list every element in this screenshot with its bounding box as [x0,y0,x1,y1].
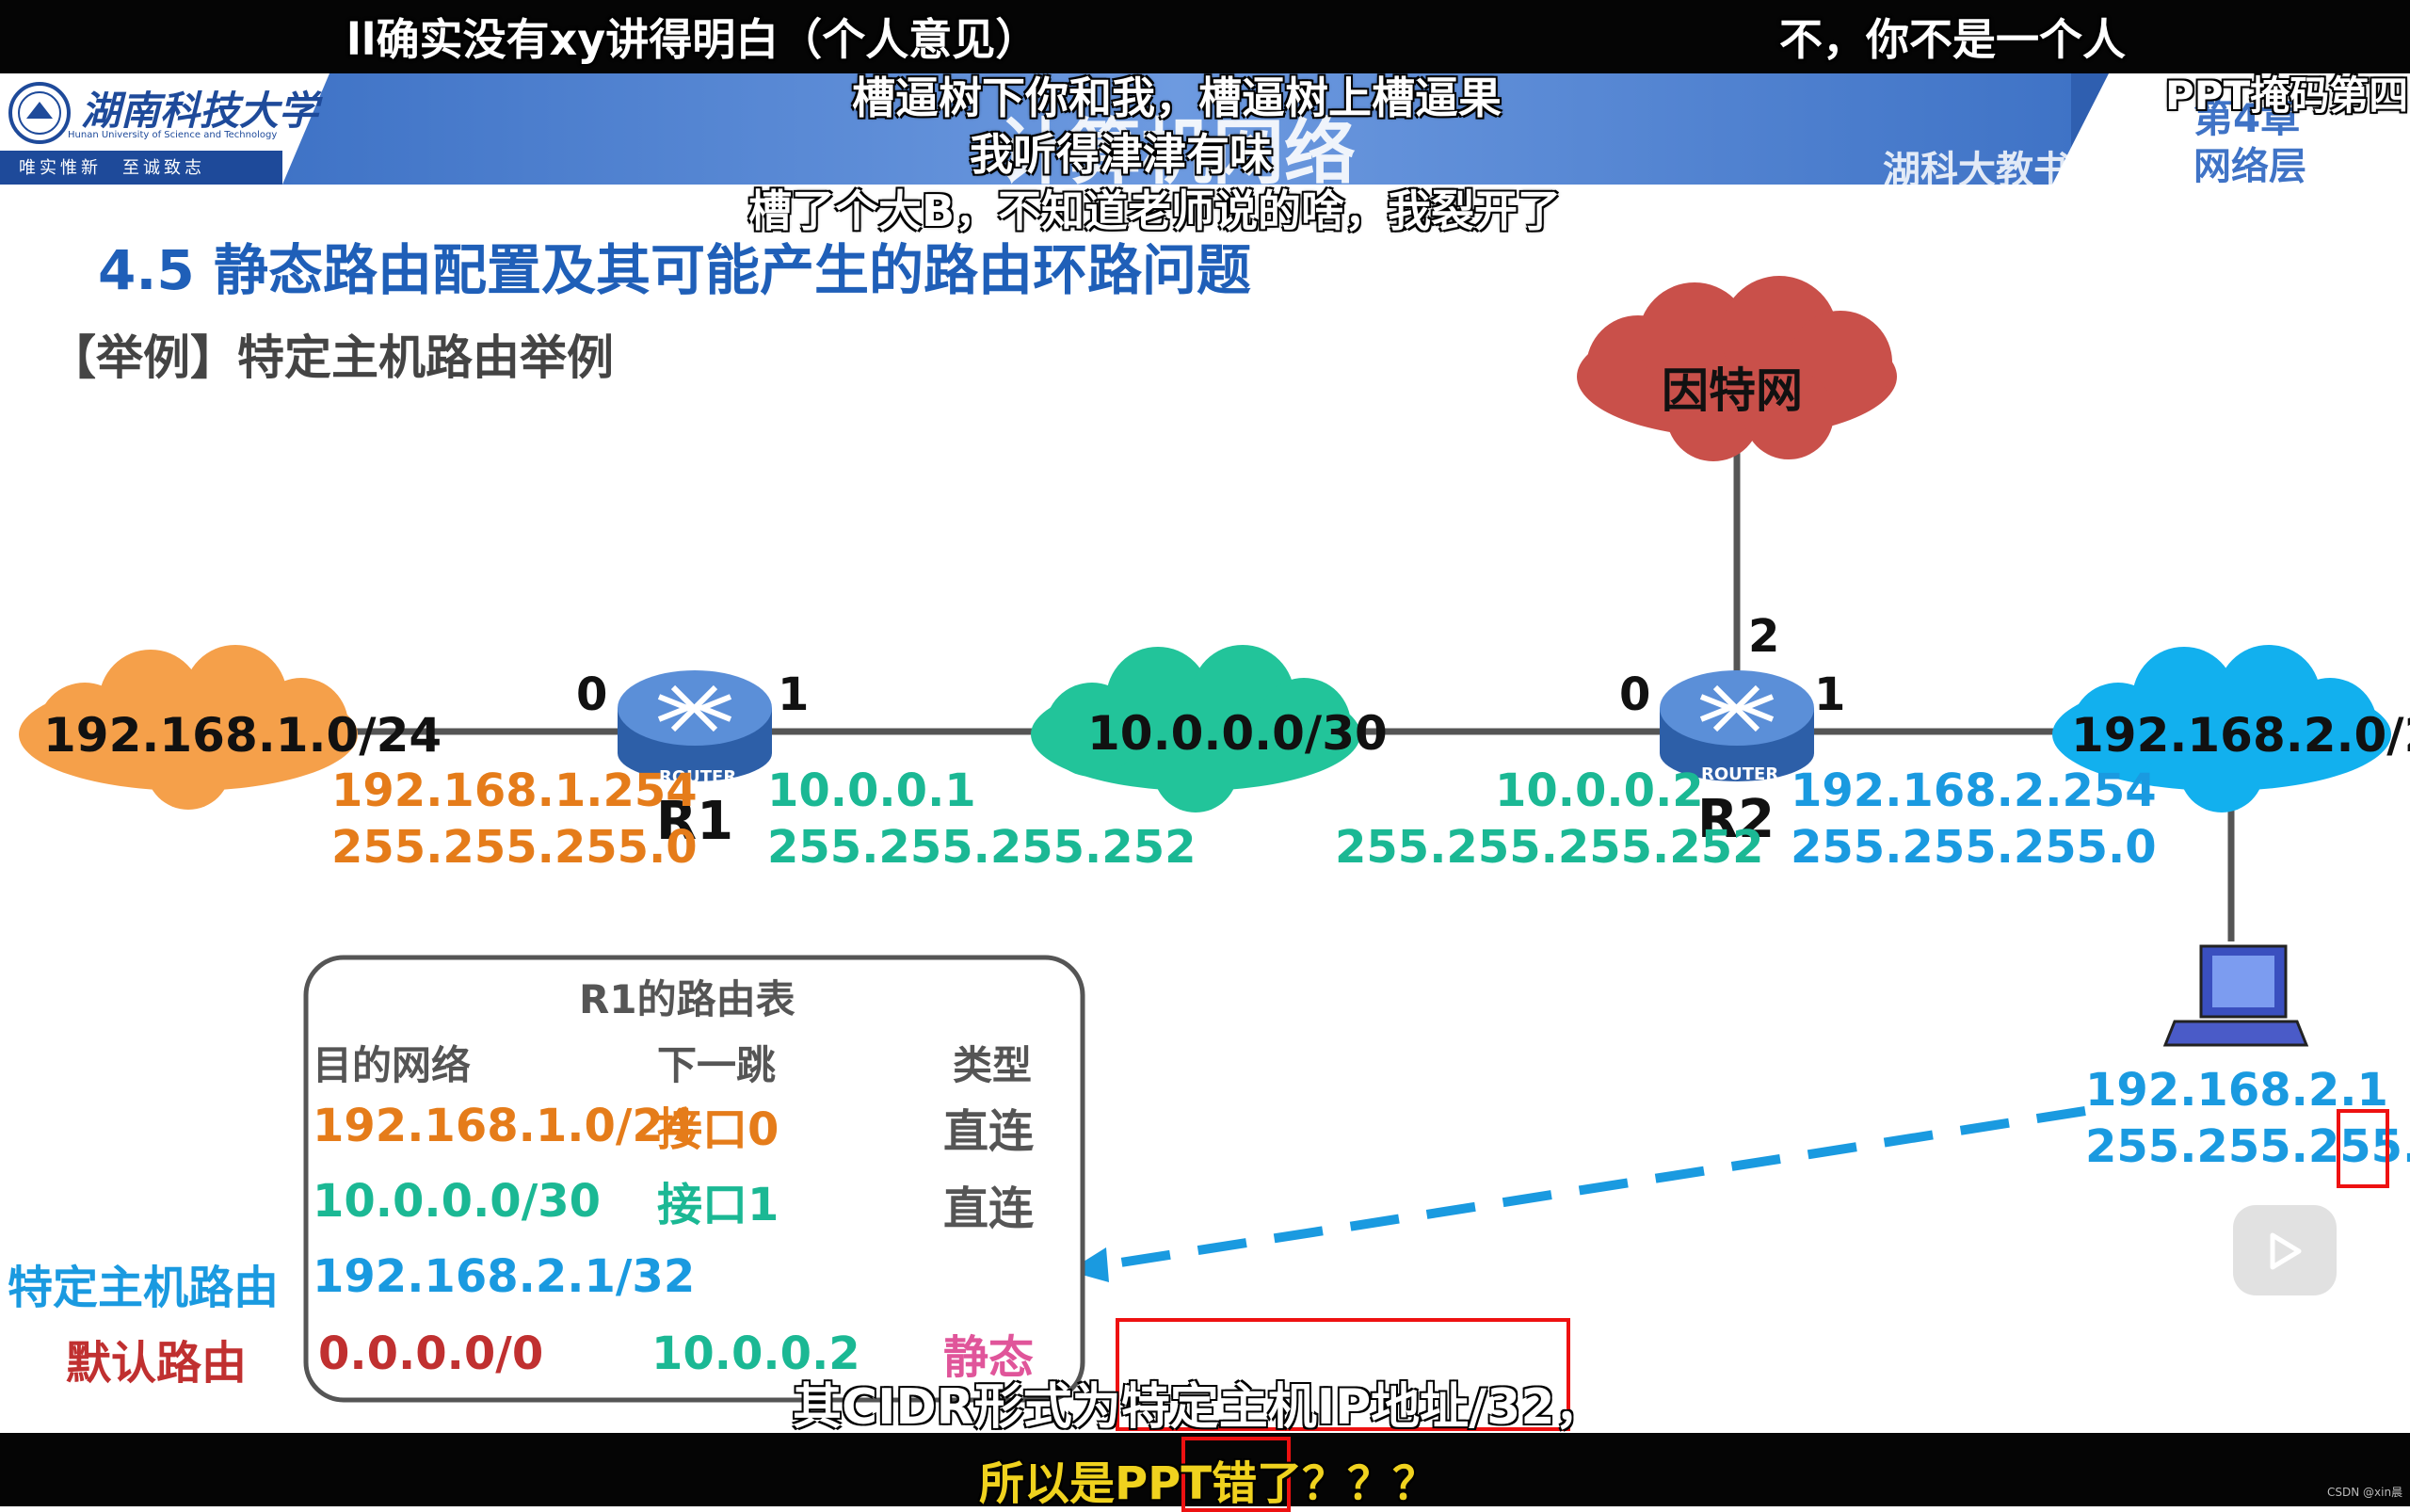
net-left-cloud [19,645,358,810]
slide-banner: 湖南科技大学 Hunan University of Science and T… [0,73,2410,185]
subtitle-line: 其CIDR形式为特定主机IP地址/32， [793,1379,1604,1436]
row2-next: 接口1 [657,1179,779,1231]
net-right-label: 192.168.2.0/24 [2071,708,2410,763]
banner-chapter-panel [2052,73,2410,185]
row1-dest: 192.168.1.0/24 [313,1100,696,1152]
university-seal-icon [8,82,71,144]
router-r2-icon [1660,670,1814,781]
route-table-title: R1的路由表 [579,976,795,1022]
internet-cloud [1577,276,1897,461]
row4-dest: 0.0.0.0/0 [318,1327,544,1380]
col-header-dest: 目的网络 [313,1042,472,1088]
r1-if0-ip: 192.168.1.254 [331,764,698,817]
r2-if1-mask: 255.255.255.0 [1791,821,2157,874]
teacher-name: 湖科大教书匠 [1883,149,2109,185]
chapter-name: 网络层 [2193,145,2306,185]
net-mid-cloud [1031,645,1360,812]
row3-label: 特定主机路由 [8,1262,280,1314]
bottom-subtitle-bar [0,1433,2410,1506]
row4-next: 10.0.0.2 [651,1327,860,1380]
row2-dest: 10.0.0.0/30 [313,1175,602,1228]
r2-name: R2 [1697,789,1775,850]
danmaku-comment: PPT掩码第四 [2165,72,2409,119]
col-header-type: 类型 [953,1042,1033,1088]
r2-router-label: ROUTER [1701,764,1779,784]
r1-if1-ip: 10.0.0.1 [767,764,976,817]
dashed-arrow-line [1096,1106,2086,1271]
play-icon [2270,1232,2302,1270]
r1-port0: 0 [576,668,608,721]
r1-port1: 1 [778,668,810,721]
col-header-next: 下一跳 [657,1042,777,1088]
highlight-box [1116,1318,1570,1431]
net-mid-label: 10.0.0.0/30 [1087,706,1388,761]
university-motto: 唯实惟新 至诚致志 [19,158,205,178]
row4-type: 静态 [943,1331,1035,1384]
r1-name: R1 [656,791,734,852]
r2-port0: 0 [1619,668,1651,721]
net-right-cloud [2052,645,2391,812]
danmaku-comment: ll确实没有xy讲得明白（个人意见） [346,14,1039,65]
chapter-number: 第4章 [2193,95,2301,141]
logo-motto-strip [0,151,282,185]
university-english-name: Hunan University of Science and Technolo… [68,130,278,140]
net-left-label: 192.168.1.0/24 [43,708,442,763]
banner-gradient [282,73,2071,185]
host-mask: 255.255.255.0 [2085,1120,2410,1173]
danmaku-comment: 槽了个大B，不知道老师说的啥，我裂开了 [748,185,1562,236]
row1-next: 接口0 [657,1103,779,1156]
r2-port2: 2 [1748,610,1780,663]
row3-dest: 192.168.2.1/32 [313,1250,696,1303]
internet-label: 因特网 [1662,363,1803,418]
danmaku-comment: 不，你不是一个人 [1779,14,2126,65]
row1-type: 直连 [943,1105,1035,1158]
r1-if0-mask: 255.255.255.0 [331,821,698,874]
subtitle-line: 所以是PPT错了？？？ [979,1457,1438,1510]
play-button[interactable] [2233,1205,2337,1295]
university-name: 湖南科技大学 [81,88,319,134]
watermark: CSDN @xin晨 [2327,1486,2403,1499]
top-danmaku-bar [0,0,2410,75]
r1-router-label: ROUTER [659,767,737,787]
row4-label: 默认路由 [66,1337,248,1390]
row2-type: 直连 [943,1182,1035,1235]
example-title: 【举例】特定主机路由举例 [49,330,614,385]
danmaku-comment: 槽逼树下你和我，槽逼树上槽逼果 [852,72,1502,123]
highlight-box [2337,1109,2389,1188]
r2-port1: 1 [1814,668,1846,721]
route-table-box [303,955,1085,1403]
course-title: 计算机网络 [998,110,1356,185]
r2-if1-ip: 192.168.2.254 [1791,764,2157,817]
danmaku-comment: 我听得津津有味 [970,129,1273,180]
r2-if0-mask: 255.255.255.252 [1335,821,1764,874]
r2-if0-ip: 10.0.0.2 [1495,764,1704,817]
host-computer-icon [2162,944,2309,1047]
section-title: 4.5 静态路由配置及其可能产生的路由环路问题 [98,238,1251,302]
r1-if1-mask: 255.255.255.252 [767,821,1197,874]
host-ip: 192.168.2.1 [2085,1064,2388,1117]
router-r1-icon [618,670,772,781]
